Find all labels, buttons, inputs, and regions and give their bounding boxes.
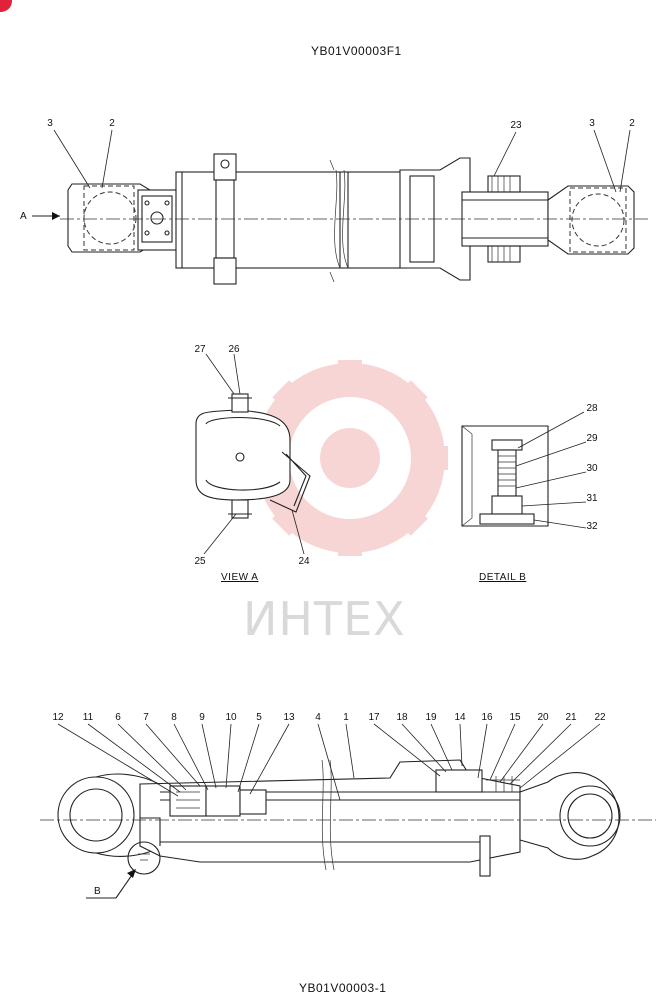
cylinder-top-view: A 3 2 23 3 2	[20, 118, 648, 285]
detail-b-label: DETAIL B	[479, 572, 527, 583]
section-callout-17: 17	[368, 712, 380, 723]
section-leaders	[57, 723, 601, 801]
section-callout-12: 12	[52, 712, 64, 723]
top-callout-2: 2	[629, 118, 635, 129]
section-callout-6: 6	[115, 712, 121, 723]
top-callout-23: 23	[510, 120, 522, 131]
section-callouts: 12 11 6 7 8 9 10 5 13 4 1 17 18 19 14 16 15 20 21 22	[52, 712, 606, 723]
section-callout-20: 20	[537, 712, 549, 723]
section-callout-15: 15	[509, 712, 521, 723]
drawing-code-bottom: YB01V00003-1	[299, 981, 387, 995]
section-callout-10: 10	[225, 712, 237, 723]
watermark-text: ИНТЕХ	[243, 592, 406, 646]
detail-b-callout-29: 29	[586, 433, 598, 444]
section-callout-9: 9	[199, 712, 205, 723]
section-callout-21: 21	[565, 712, 577, 723]
top-view-callouts: 3 2 23 3 2	[47, 118, 635, 131]
arrow-a-label: A	[20, 211, 27, 222]
detail-b-callout-30: 30	[586, 463, 598, 474]
top-callout-3: 3	[589, 118, 595, 129]
view-a-callouts: 27 26 25 24	[194, 344, 310, 567]
section-callout-16: 16	[481, 712, 493, 723]
section-callout-18: 18	[396, 712, 408, 723]
section-callout-13: 13	[283, 712, 295, 723]
section-callout-22: 22	[594, 712, 606, 723]
section-callout-7: 7	[143, 712, 149, 723]
view-a-callout-25: 25	[194, 556, 206, 567]
view-a-callout-24: 24	[298, 556, 310, 567]
section-callout-5: 5	[256, 712, 262, 723]
detail-b-callout-32: 32	[586, 521, 598, 532]
view-a-callout-26: 26	[228, 344, 240, 355]
view-a-label: VIEW A	[221, 572, 259, 583]
section-callout-19: 19	[425, 712, 437, 723]
top-callout-3: 3	[47, 118, 53, 129]
detail-b-callouts: 28 29 30 31 32	[586, 403, 598, 532]
section-callout-11: 11	[83, 712, 94, 723]
top-callout-2: 2	[109, 118, 115, 129]
detail-b-callout-28: 28	[586, 403, 598, 414]
section-callout-8: 8	[171, 712, 177, 723]
cylinder-section-view: B 12 11 6 7 8 9 10 5 13 4 1 17 18 19 14 16 15 20 21 22	[40, 712, 656, 899]
section-callout-14: 14	[454, 712, 466, 723]
view-a-callout-27: 27	[194, 344, 206, 355]
detail-b-drawing: 28 29 30 31 32	[461, 403, 598, 532]
arrow-b-label: B	[94, 886, 101, 897]
view-a-drawing: 27 26 25 24	[194, 344, 311, 567]
drawing-code-top: YB01V00003F1	[311, 44, 402, 58]
detail-b-callout-31: 31	[586, 493, 598, 504]
section-callout-4: 4	[315, 712, 321, 723]
section-callout-1: 1	[343, 712, 349, 723]
